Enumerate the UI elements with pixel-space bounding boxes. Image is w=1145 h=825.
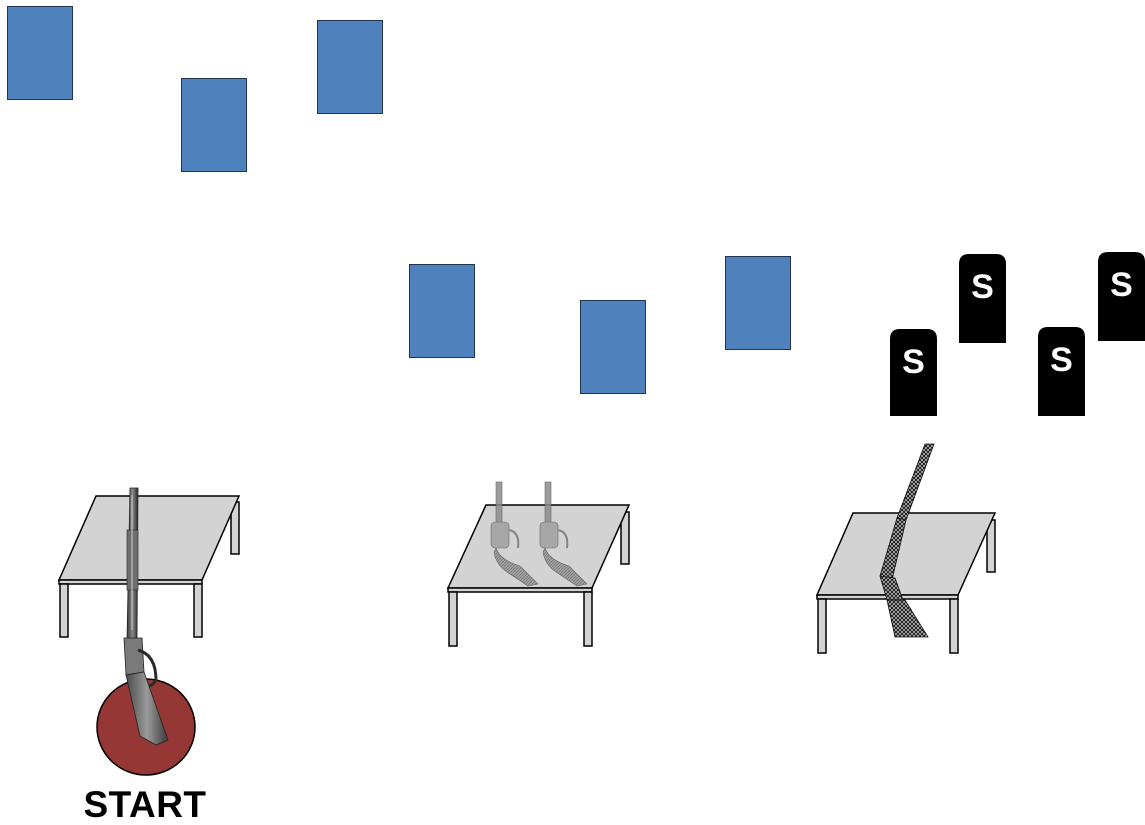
table-icon — [446, 504, 631, 647]
steel-target-letter: S — [902, 343, 925, 381]
paper-target-icon — [317, 20, 383, 114]
table-icon — [57, 495, 241, 638]
paper-target-icon — [725, 256, 791, 350]
paper-target-icon — [7, 6, 73, 100]
shotgun-icon — [879, 443, 935, 638]
paper-target-icon — [580, 300, 646, 394]
steel-target-icon: S — [959, 254, 1006, 343]
rifle-icon — [123, 487, 169, 746]
pistol-icon — [490, 481, 539, 587]
steel-target-letter: S — [1110, 266, 1133, 304]
paper-target-icon — [181, 78, 247, 172]
pistol-icon — [539, 481, 588, 587]
steel-target-letter: S — [971, 268, 994, 306]
steel-target-icon: S — [890, 329, 937, 416]
paper-target-icon — [409, 264, 475, 358]
steel-target-icon: S — [1098, 252, 1145, 341]
steel-target-icon: S — [1038, 327, 1085, 416]
start-label: START — [83, 784, 207, 825]
steel-target-letter: S — [1050, 341, 1073, 379]
